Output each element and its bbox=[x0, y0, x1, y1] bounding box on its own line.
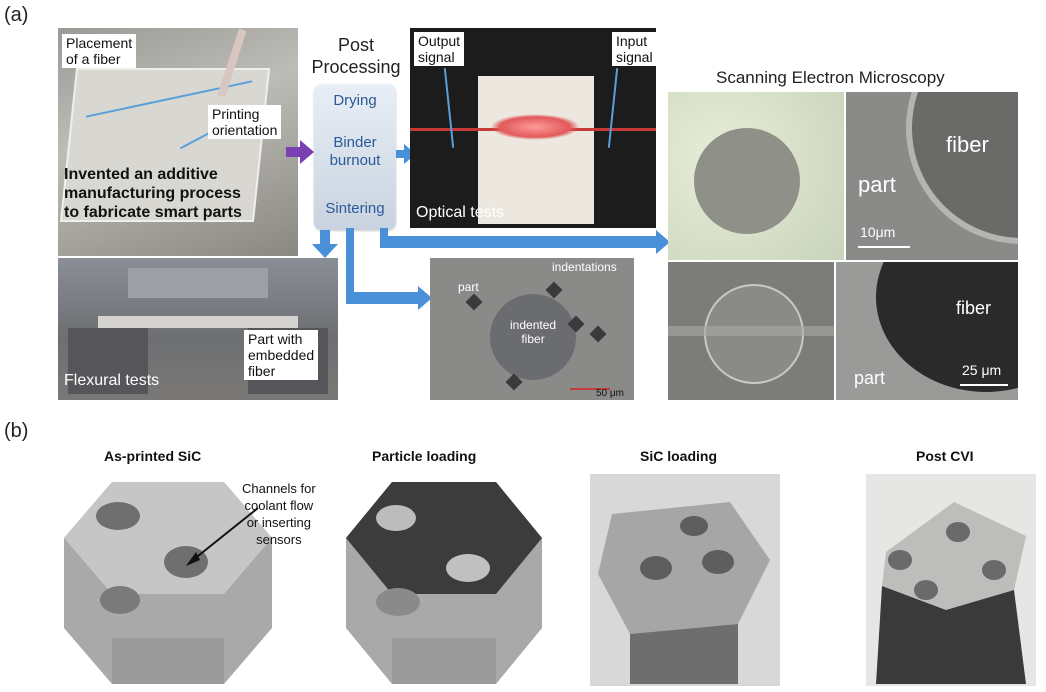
sem-fiber-label-2: fiber bbox=[956, 298, 992, 318]
step-sintering: Sintering bbox=[325, 200, 385, 217]
indent-part-label: part bbox=[458, 280, 479, 294]
sem-image-1 bbox=[668, 92, 844, 260]
sem-scale-label-1: 10μm bbox=[860, 224, 896, 240]
title-as-printed: As-printed SiC bbox=[104, 448, 202, 464]
invented-text: Invented an additive manufacturing proce… bbox=[64, 166, 242, 221]
indentations-label: indentations bbox=[552, 260, 617, 274]
sem-image-2 bbox=[846, 92, 1018, 260]
printing-orientation-label: Printing orientation bbox=[208, 105, 282, 139]
sem-scalebar-1 bbox=[858, 246, 910, 248]
post-cvi-part-image bbox=[866, 474, 1036, 686]
placement-label: Placement of a fiber bbox=[62, 34, 137, 68]
sem-scalebar-2 bbox=[960, 384, 1008, 386]
output-signal-label: Output signal bbox=[414, 32, 465, 66]
input-signal-label: Input signal bbox=[612, 32, 657, 66]
particle-loading-part-image bbox=[346, 482, 542, 684]
indent-scale-label: 50 μm bbox=[596, 388, 624, 399]
sem-image-3 bbox=[668, 262, 834, 400]
as-printed-part-image bbox=[64, 482, 272, 684]
optical-tests-label: Optical tests bbox=[416, 204, 505, 221]
indentation-photo bbox=[430, 258, 634, 400]
flexural-tests-label: Flexural tests bbox=[64, 372, 160, 389]
sem-part-label-2: part bbox=[854, 368, 886, 388]
panel-b-tag: (b) bbox=[4, 420, 29, 442]
sem-scale-label-2: 25 μm bbox=[962, 362, 1002, 378]
title-post-cvi: Post CVI bbox=[916, 448, 974, 464]
title-particle-loading: Particle loading bbox=[372, 448, 477, 464]
sem-part-label-1: part bbox=[858, 172, 896, 197]
sem-image-4 bbox=[836, 262, 1018, 400]
sem-title: Scanning Electron Microscopy bbox=[716, 68, 945, 87]
title-sic-loading: SiC loading bbox=[640, 448, 717, 464]
panel-a-tag: (a) bbox=[4, 4, 29, 26]
sem-fiber-label-1: fiber bbox=[946, 132, 989, 157]
channels-note: Channels for coolant flow or inserting s… bbox=[242, 481, 316, 547]
post-processing-box: Drying Binder burnout Sintering bbox=[314, 84, 396, 230]
part-with-fiber-label: Part with embedded fiber bbox=[244, 330, 319, 380]
indented-fiber-label: indented fiber bbox=[510, 318, 557, 346]
step-binder-burnout: Binder burnout bbox=[329, 134, 381, 169]
sic-loading-part-image bbox=[590, 474, 780, 686]
post-processing-title: Post Processing bbox=[311, 35, 401, 77]
purple-arrow-icon bbox=[286, 140, 314, 164]
step-drying: Drying bbox=[333, 92, 377, 109]
